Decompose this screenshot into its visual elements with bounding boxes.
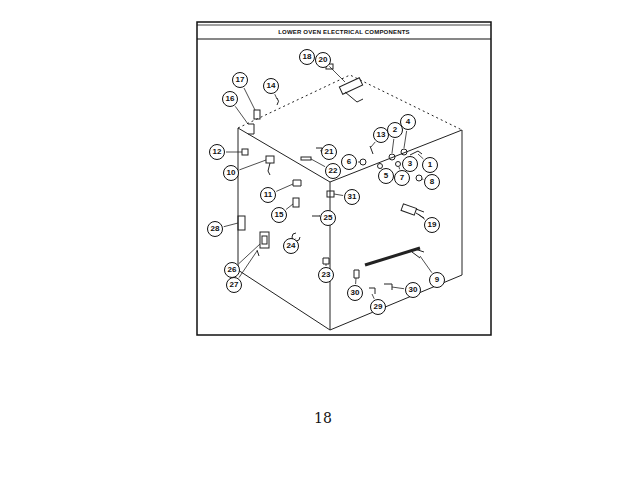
- leader-line: [418, 214, 425, 219]
- leader-line: [418, 154, 423, 159]
- leader-line: [326, 264, 327, 266]
- callout-number: 29: [369, 301, 387, 313]
- leader-line: [404, 131, 407, 148]
- callout-number: 9: [428, 274, 446, 286]
- callout-number: 7: [393, 172, 411, 184]
- leader-line: [235, 106, 248, 124]
- callout-number: 20: [314, 54, 332, 66]
- frame-rule: [197, 25, 491, 26]
- callout-number: 17: [231, 74, 249, 86]
- callout-number: 13: [372, 129, 390, 141]
- leader-line: [239, 244, 260, 264]
- leader-line: [239, 251, 257, 278]
- callout-number: 15: [270, 209, 288, 221]
- leader-line: [381, 168, 382, 169]
- callout-number: 27: [225, 279, 243, 291]
- callout-number: 21: [320, 146, 338, 158]
- leader-line: [422, 179, 423, 180]
- diagram-frame: [197, 22, 491, 335]
- leader-line: [355, 278, 356, 284]
- callout-number: 19: [423, 219, 441, 231]
- callout-number: 16: [221, 93, 239, 105]
- leader-line: [420, 256, 432, 273]
- leader-line: [295, 238, 296, 239]
- leader-line: [276, 184, 293, 191]
- leader-line: [224, 223, 238, 227]
- leader-line: [358, 162, 360, 163]
- callout-number: 1: [421, 159, 439, 171]
- part-sketches: [238, 64, 424, 294]
- leader-line: [275, 94, 277, 99]
- callout-number: 28: [206, 223, 224, 235]
- callout-number: 4: [399, 116, 417, 128]
- callout-number: 5: [377, 170, 395, 182]
- frame-rule: [197, 38, 491, 39]
- leader-line: [371, 142, 375, 147]
- callout-number: 22: [324, 165, 342, 177]
- callout-number: 3: [401, 158, 419, 170]
- diagram-title: LOWER OVEN ELECTRICAL COMPONENTS: [197, 28, 491, 36]
- callout-number: 18: [298, 51, 316, 63]
- callout-number: 14: [262, 80, 280, 92]
- leader-line: [372, 294, 374, 299]
- leader-line: [286, 204, 293, 209]
- callout-number: 10: [222, 167, 240, 179]
- leader-line: [334, 194, 343, 196]
- callout-number: 25: [319, 212, 337, 224]
- page-number: 18: [314, 410, 332, 426]
- leader-line: [226, 152, 242, 153]
- cabinet-outline: [238, 75, 462, 330]
- leader-line: [329, 66, 345, 82]
- callout-number: 24: [282, 240, 300, 252]
- leader-line: [244, 88, 255, 110]
- callout-number: 11: [259, 189, 277, 201]
- callout-number: 23: [317, 269, 335, 281]
- leader-line: [239, 160, 266, 170]
- callout-number: 26: [223, 264, 241, 276]
- leader-line: [392, 139, 394, 153]
- leader-line: [311, 159, 325, 167]
- leader-line: [405, 155, 406, 156]
- leader-line: [392, 287, 404, 289]
- callout-number: 31: [343, 191, 361, 203]
- callout-number: 30: [404, 284, 422, 296]
- leader-line: [399, 167, 401, 169]
- callout-number: 12: [208, 146, 226, 158]
- callout-number: 6: [340, 156, 358, 168]
- callout-number: 2: [386, 124, 404, 136]
- callout-number: 30: [346, 287, 364, 299]
- callout-number: 8: [423, 176, 441, 188]
